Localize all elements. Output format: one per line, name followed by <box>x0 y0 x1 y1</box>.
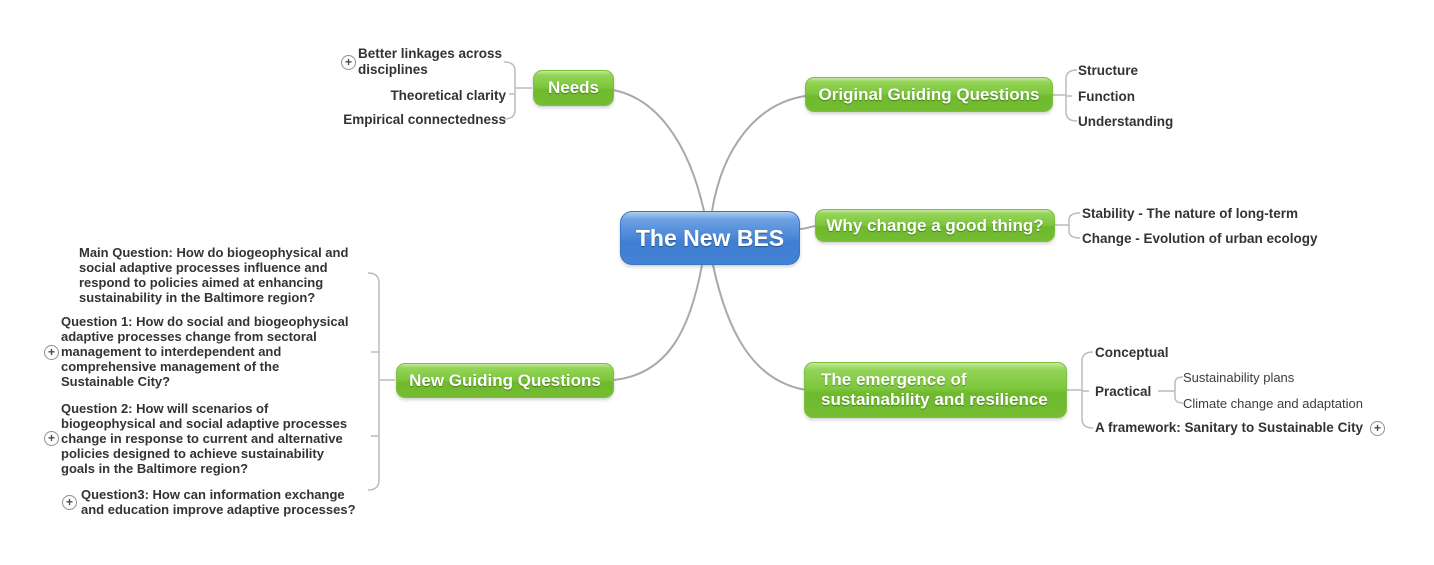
expand-icon[interactable]: + <box>62 495 77 510</box>
bracket-emergence-children <box>1067 351 1094 429</box>
leaf-structure[interactable]: Structure <box>1078 63 1139 78</box>
leaf-empirical-connectedness[interactable]: Empirical connectedness <box>343 112 506 127</box>
leaf-sustainability-plans[interactable]: Sustainability plans <box>1183 370 1295 385</box>
connector-center-to-needs <box>612 89 705 212</box>
bracket-ogq-children <box>1053 69 1078 122</box>
branch-node-original-guiding-questions[interactable]: Original Guiding Questions <box>805 77 1053 112</box>
leaf-conceptual[interactable]: Conceptual <box>1095 345 1169 360</box>
leaf-question-2[interactable]: Question 2: How will scenarios of biogeo… <box>61 401 348 476</box>
leaf-stability[interactable]: Stability - The nature of long-term <box>1082 206 1299 221</box>
leaf-function[interactable]: Function <box>1078 89 1135 104</box>
leaf-main-question[interactable]: Main Question: How do biogeophysical and… <box>79 245 349 305</box>
leaf-better-linkages[interactable]: Better linkages across disciplines <box>358 46 503 77</box>
leaf-climate-change-adaptation[interactable]: Climate change and adaptation <box>1183 396 1363 411</box>
leaf-practical[interactable]: Practical <box>1095 384 1152 399</box>
central-topic-node[interactable]: The New BES <box>620 211 800 265</box>
leaf-question-3[interactable]: Question3: How can information exchange … <box>81 487 356 517</box>
branch-node-why-change[interactable]: Why change a good thing? <box>815 209 1055 242</box>
leaf-question-1[interactable]: Question 1: How do social and biogeophys… <box>61 314 349 389</box>
bracket-why-children <box>1055 212 1081 239</box>
expand-icon[interactable]: + <box>1370 421 1385 436</box>
bracket-needs-children <box>503 61 532 120</box>
connector-center-to-why-change <box>799 225 816 230</box>
branch-node-new-guiding-questions[interactable]: New Guiding Questions <box>396 363 614 398</box>
branch-node-needs[interactable]: Needs <box>533 70 614 106</box>
leaf-theoretical-clarity[interactable]: Theoretical clarity <box>390 88 506 103</box>
branch-node-emergence[interactable]: The emergence of sustainability and resi… <box>804 362 1067 418</box>
bracket-practical-children <box>1158 376 1184 404</box>
expand-icon[interactable]: + <box>341 55 356 70</box>
leaf-change[interactable]: Change - Evolution of urban ecology <box>1082 231 1318 246</box>
connector-center-to-original-guiding-questions <box>711 95 806 212</box>
leaf-understanding[interactable]: Understanding <box>1078 114 1174 129</box>
leaf-framework-sanitary-to-sustainable[interactable]: A framework: Sanitary to Sustainable Cit… <box>1095 420 1364 435</box>
expand-icon[interactable]: + <box>44 431 59 446</box>
connector-center-to-emergence <box>712 264 807 391</box>
bracket-ngq-children <box>367 272 395 491</box>
connector-center-to-new-guiding-questions <box>613 264 703 381</box>
expand-icon[interactable]: + <box>44 345 59 360</box>
